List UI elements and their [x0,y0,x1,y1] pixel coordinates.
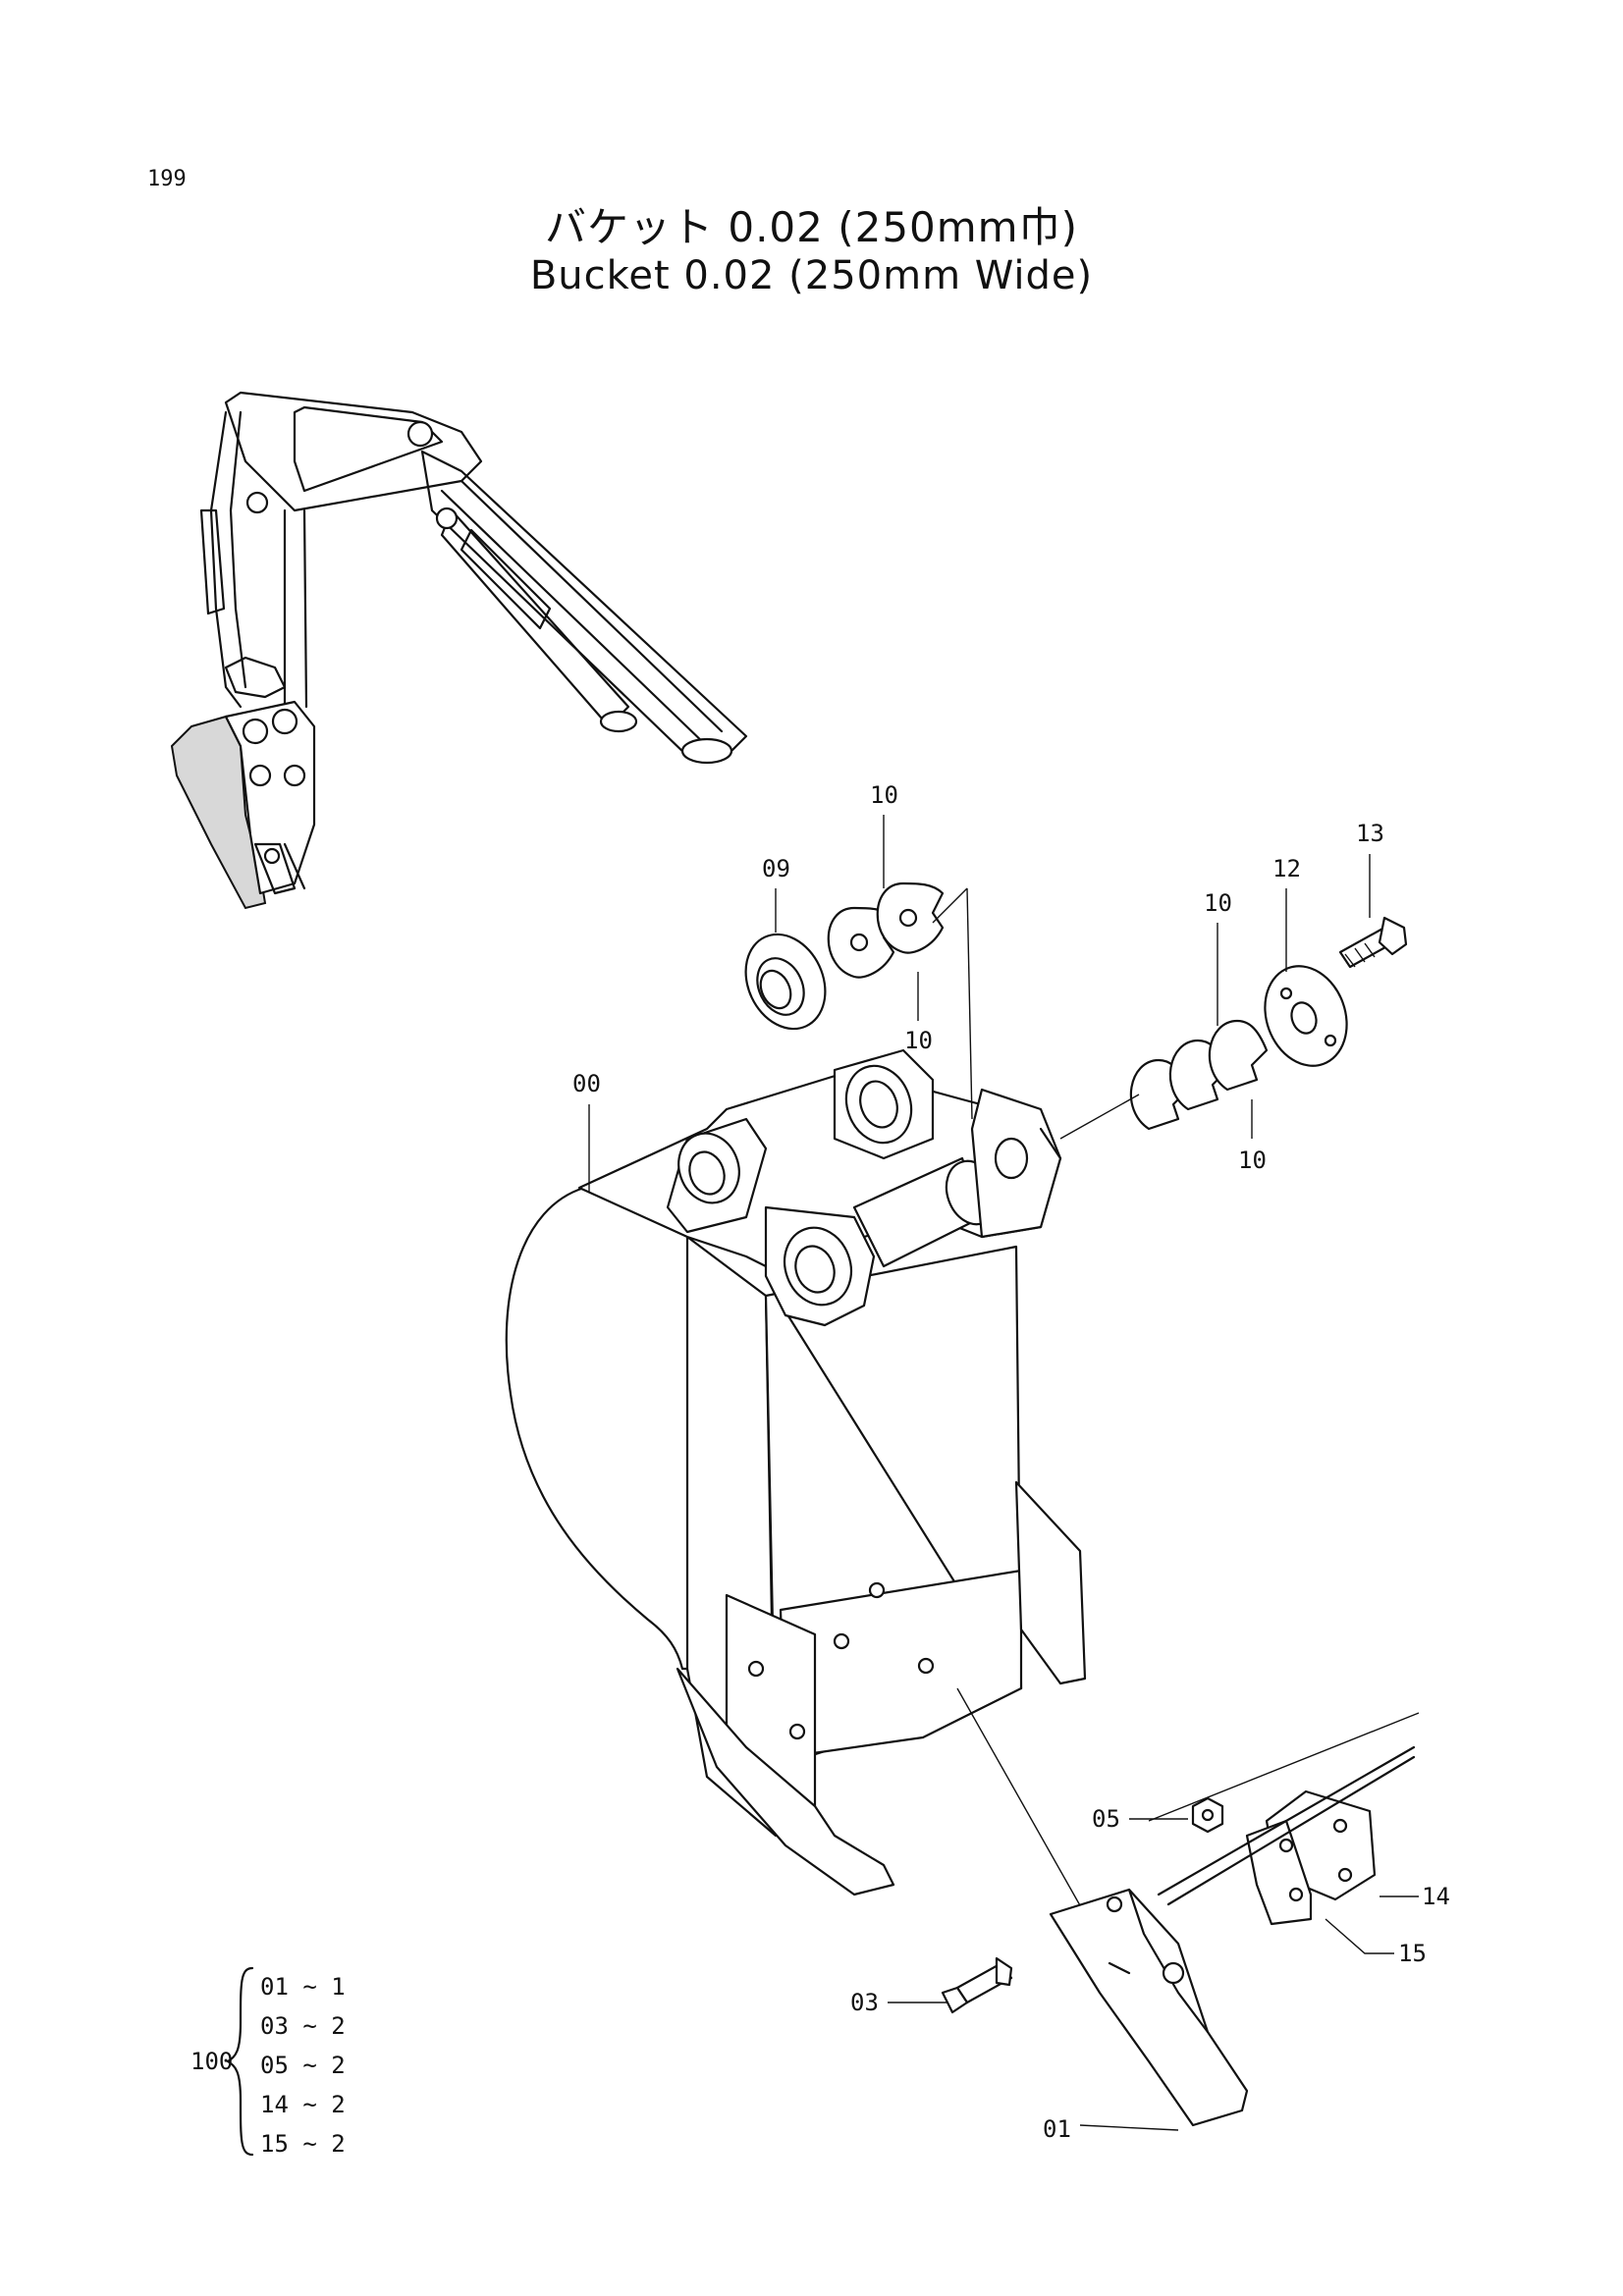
nut-part-05 [1191,1796,1224,1834]
bolt-part-13 [1338,916,1408,969]
callout-13: 13 [1356,820,1384,847]
callout-05: 05 [1092,1805,1120,1833]
callout-14: 14 [1422,1883,1450,1910]
bolt-part-03 [941,1956,1013,2014]
kit-list: 100 01 ~ 1 03 ~ 2 05 ~ 2 14 ~ 2 15 ~ 2 [190,1966,346,2158]
page-number: 199 [147,167,187,191]
arm-overview-illustration [170,391,748,910]
side-cutter-parts-14-15 [1157,1745,1416,1926]
kit-item: 03 ~ 2 [260,2012,346,2040]
assembly-leader-lines [932,887,1420,1915]
kit-number: 100 [190,2048,233,2075]
seal-part-09 [744,933,827,1031]
callout-03: 03 [850,1989,879,2016]
shim-part-10-right [1129,1019,1269,1131]
shim-part-10-upper [827,881,945,979]
bucket-body-part-00 [505,1048,1087,1896]
kit-item: 01 ~ 1 [260,1973,346,2001]
callout-10-top: 10 [870,781,898,809]
kit-item: 15 ~ 2 [260,2130,346,2158]
callout-leaders [588,815,1419,2131]
callout-10-right-top: 10 [1204,889,1232,917]
callout-00: 00 [572,1070,601,1097]
callout-01: 01 [1043,2115,1071,2143]
kit-item: 05 ~ 2 [260,2052,346,2079]
callout-12: 12 [1272,855,1301,882]
callout-09: 09 [762,855,790,882]
page-title-english: Bucket 0.02 (250mm Wide) [529,253,1094,298]
page-title-japanese: バケット 0.02 (250mm巾) [545,203,1078,251]
plate-part-12 [1264,965,1348,1067]
callout-15: 15 [1398,1940,1427,1967]
kit-item: 14 ~ 2 [260,2091,346,2118]
tooth-part-01 [1049,1888,1249,2127]
callout-10-lower: 10 [904,1027,933,1054]
callout-10-right-bottom: 10 [1238,1147,1267,1174]
